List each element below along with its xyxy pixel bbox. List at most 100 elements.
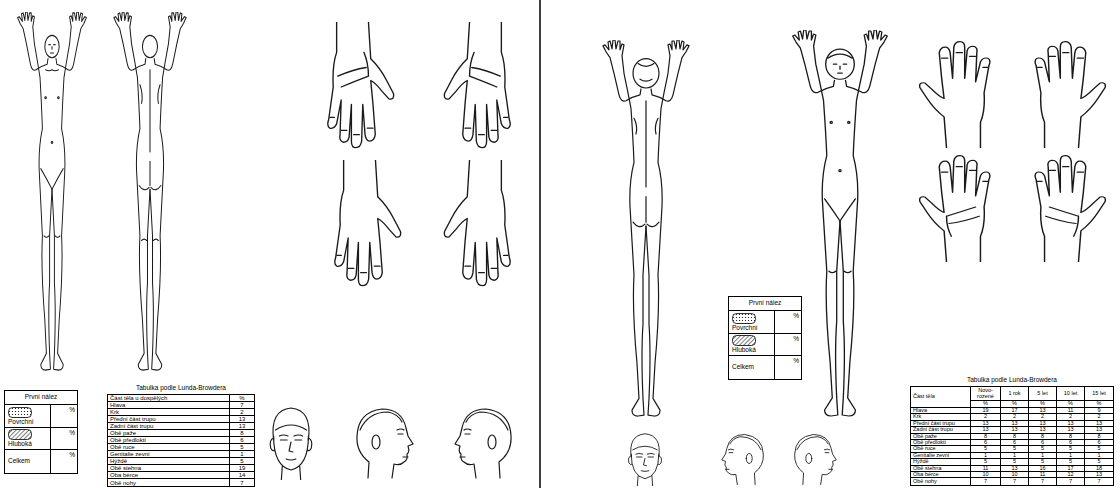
body-part: Obě předloktí (913, 440, 946, 446)
adult-hands (444, 160, 510, 286)
adult-head-front (270, 408, 312, 480)
column-header-cell: % (230, 395, 254, 402)
age-header: 1 rok (1008, 391, 1020, 397)
body-part: Obě ruce (913, 446, 936, 452)
percent-value: 5 (984, 446, 987, 452)
findings-label: Povrchní (8, 419, 34, 426)
findings-label-cell: Hluboká (729, 334, 775, 357)
unit-cell: % (1029, 401, 1057, 408)
unit-cell: % (1001, 401, 1029, 408)
age-header: 5 let (1037, 391, 1047, 397)
pattern-swatch-fill (733, 313, 756, 323)
table-cell: 2 (230, 409, 254, 416)
findings-label: Celkem (8, 458, 30, 465)
table-cell: 1 (230, 451, 254, 458)
percent-value: 2 (1013, 414, 1016, 420)
percent-value: 13 (1067, 421, 1073, 427)
child-heads (628, 434, 836, 486)
adult-back-figure (114, 12, 186, 370)
table-cell: 14 (230, 472, 254, 479)
percent-value: 11 (1068, 408, 1074, 414)
column-header-cell: Část těla (911, 387, 971, 408)
body-part: Obě nohy (913, 479, 937, 485)
percent-sign: % (69, 430, 75, 437)
table-cell: Obě paže (108, 430, 230, 437)
percent-value: 17 (1011, 408, 1017, 414)
percent-value: 18 (1096, 466, 1102, 472)
percent-value: 7 (240, 402, 243, 408)
adult-hands (444, 22, 510, 148)
percent-value: 5 (240, 458, 243, 464)
findings-label: Celkem (732, 364, 754, 371)
child-head-profile (795, 435, 837, 485)
percent-value: 13 (1011, 421, 1017, 427)
body-part: Obě nohy (110, 480, 136, 486)
table-cell: 7 (230, 479, 254, 486)
lund-browder-table: Část těla u dospělých%Hlava7Krk2Přední č… (107, 394, 255, 487)
body-part: Genitalie zevní (913, 453, 949, 459)
findings-heading: První nález (749, 300, 782, 307)
body-part: Hlava (110, 402, 125, 408)
body-part: Obě ruce (110, 444, 135, 450)
child-hand (920, 156, 990, 262)
table-cell: 13 (230, 423, 254, 430)
pattern-swatch (8, 407, 32, 418)
table-cell: 5 (230, 444, 254, 451)
percent-value: 7 (1069, 479, 1072, 485)
percent-value: 5 (1013, 446, 1016, 452)
findings-box: První nálezPovrchní%Hluboká%Celkem% (728, 296, 802, 380)
table-cell: 19 (230, 465, 254, 472)
percent-value: 1 (1069, 453, 1072, 459)
body-part: Obě paže (110, 430, 136, 436)
child-heads (722, 435, 764, 485)
table-cell: Obě nohy (108, 479, 230, 486)
adult-hand (335, 160, 401, 286)
body-part: Obě paže (913, 434, 937, 440)
percent-sign: % (983, 401, 988, 407)
findings-label-cell: Povrchní (5, 405, 51, 428)
percent-value: 5 (1041, 446, 1044, 452)
findings-heading-cell: První nález (729, 297, 801, 311)
age-header: 10 let (1064, 391, 1077, 397)
body-part: Krk (913, 414, 921, 420)
child-front-figure (793, 30, 888, 416)
table-cell: 13 (230, 416, 254, 423)
findings-label: Hluboká (732, 347, 756, 354)
findings-percent-cell: % (775, 356, 801, 379)
percent-value: 5 (1041, 459, 1044, 465)
child-figures (603, 30, 887, 416)
pattern-swatch (732, 335, 756, 346)
column-header: Část těla (913, 394, 935, 400)
percent-value: 6 (1041, 440, 1044, 446)
percent-value: 19 (982, 408, 988, 414)
pattern-swatch-fill (9, 407, 32, 417)
findings-percent-cell: % (775, 311, 801, 334)
table-cell: Genitalie zevní (108, 451, 230, 458)
percent-value: 8 (1013, 434, 1016, 440)
body-part: Přední část trupu (913, 421, 955, 427)
table-cell: 13 (1085, 472, 1113, 478)
percent-sign: % (1068, 401, 1073, 407)
table-cell: Oba bérce (108, 472, 230, 479)
findings-label: Hluboká (8, 441, 32, 448)
column-header-cell: 15 let (1085, 387, 1113, 401)
percent-value: 9 (1097, 408, 1100, 414)
percent-value: 7 (240, 480, 243, 486)
percent-value: 6 (1097, 440, 1100, 446)
table-cell: 8 (230, 430, 254, 437)
percent-value: 5 (1013, 459, 1016, 465)
percent-value: 5 (1097, 446, 1100, 452)
percent-value: 5 (240, 444, 243, 450)
child-hands (1035, 156, 1105, 262)
percent-value: 13 (1039, 408, 1045, 414)
unit-cell: % (1057, 401, 1085, 408)
age-header: 15 let (1092, 391, 1105, 397)
body-part: Obě stehna (913, 466, 941, 472)
percent-value: 13 (1096, 427, 1102, 433)
child-hands (920, 42, 1106, 262)
percent-sign: % (69, 452, 75, 459)
column-header-cell: 10 let (1057, 387, 1085, 401)
percent-value: 1 (1041, 453, 1044, 459)
percent-value: 10 (1011, 472, 1017, 478)
percent-value: 13 (1067, 427, 1073, 433)
